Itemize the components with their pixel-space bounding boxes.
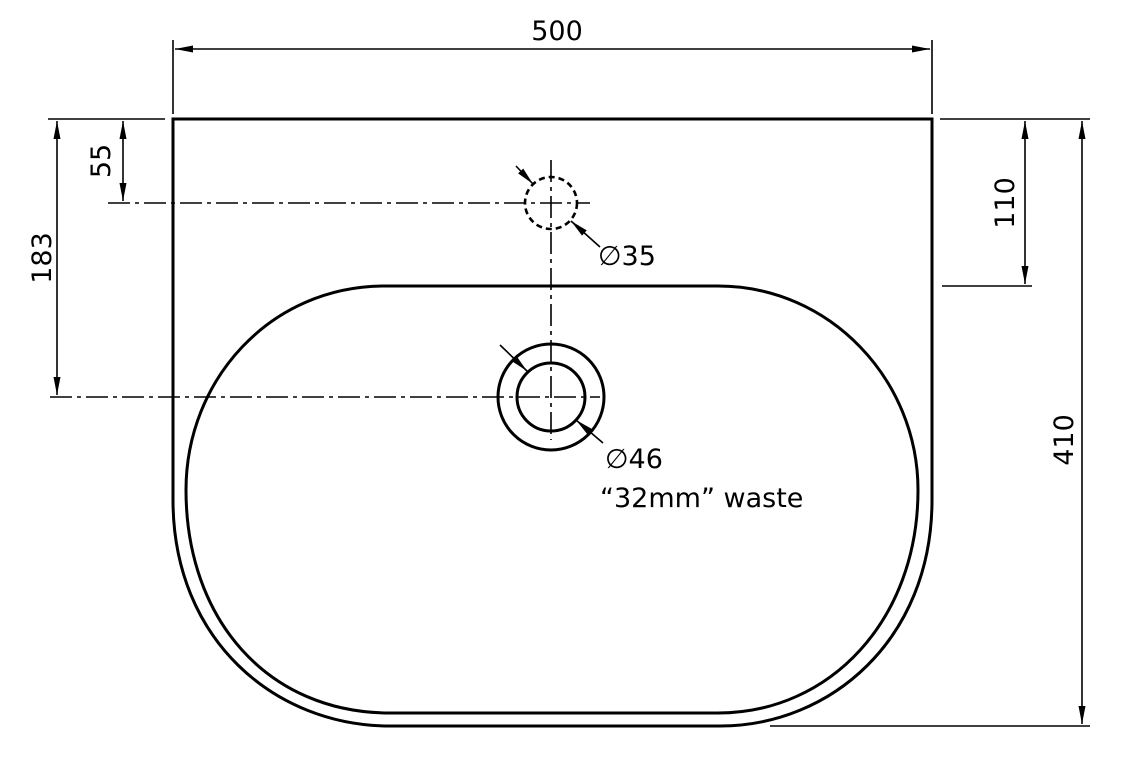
waste-inner-ring [515,361,587,433]
waste-note: “32mm” waste [600,483,803,514]
waste-leader-arrow-1 [499,344,528,372]
waste-offset-label: 183 [27,232,58,284]
tap-leader-arrow-1 [515,165,534,185]
tap-leader-arrow-2 [570,220,601,248]
basin-outer-outline [171,117,934,728]
waste-hole-label: ∅46 [605,444,663,475]
bowl-outline [184,284,920,715]
bowl-offset-label: 110 [990,177,1021,229]
waste-outer-ring [496,342,606,452]
tap-hole [523,175,579,231]
tap-offset-label: 55 [86,144,117,178]
tap-hole-label: ∅35 [598,241,656,272]
width-label: 500 [531,16,583,47]
waste-leader-arrow-2 [575,419,604,444]
depth-label: 410 [1049,414,1080,466]
